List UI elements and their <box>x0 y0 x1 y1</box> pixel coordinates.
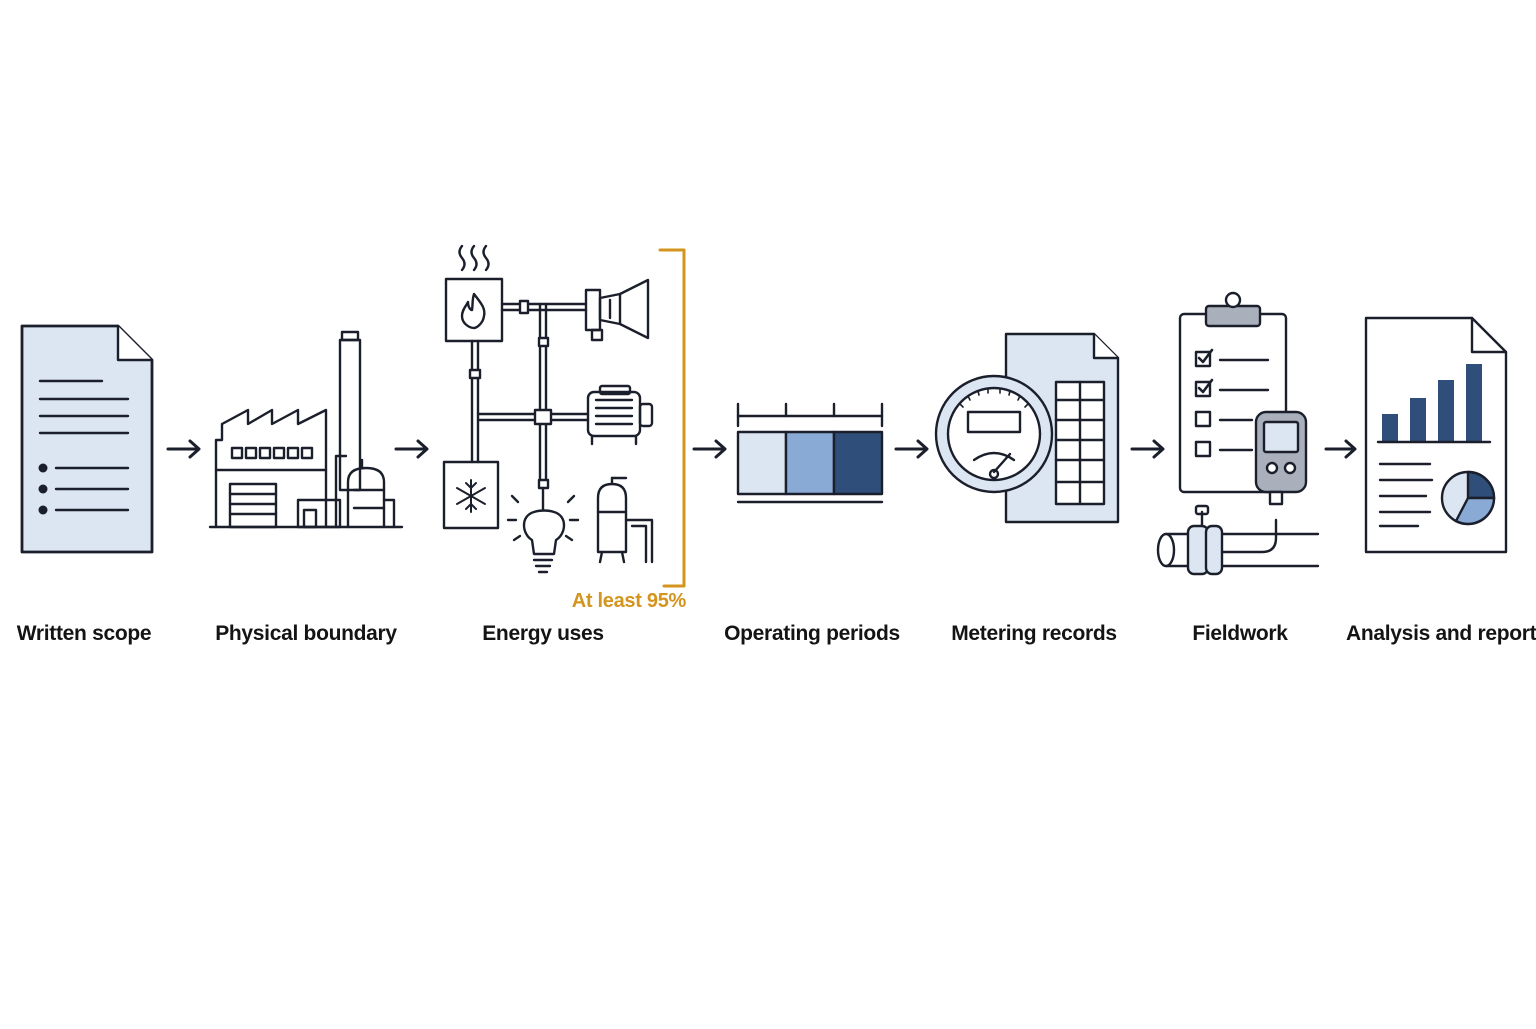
factory-icon <box>208 330 404 529</box>
arrow-right-icon <box>692 439 727 459</box>
arrow-right-icon <box>166 439 201 459</box>
step-label-fieldwork: Fieldwork <box>1192 622 1288 645</box>
report-icon <box>1364 316 1508 554</box>
arrow-right-icon <box>894 439 929 459</box>
step-label-operating-periods: Operating periods <box>724 622 900 645</box>
step-label-metering-records: Metering records <box>951 622 1117 645</box>
step-label-energy-uses: Energy uses <box>482 622 604 645</box>
energy-uses-icon <box>442 244 686 588</box>
arrow-right-icon <box>1130 439 1165 459</box>
step-label-analysis-and-report: Analysis and report <box>1346 622 1536 645</box>
meter-icon <box>934 332 1120 524</box>
arrow-right-icon <box>1324 439 1357 459</box>
step-label-written-scope: Written scope <box>16 622 152 645</box>
arrow-right-icon <box>394 439 429 459</box>
coverage-note: At least 95% <box>571 590 687 612</box>
step-label-physical-boundary: Physical boundary <box>215 622 397 645</box>
document-icon <box>20 324 154 554</box>
clipboard-icon <box>1156 291 1320 576</box>
timeline-icon <box>736 402 884 504</box>
